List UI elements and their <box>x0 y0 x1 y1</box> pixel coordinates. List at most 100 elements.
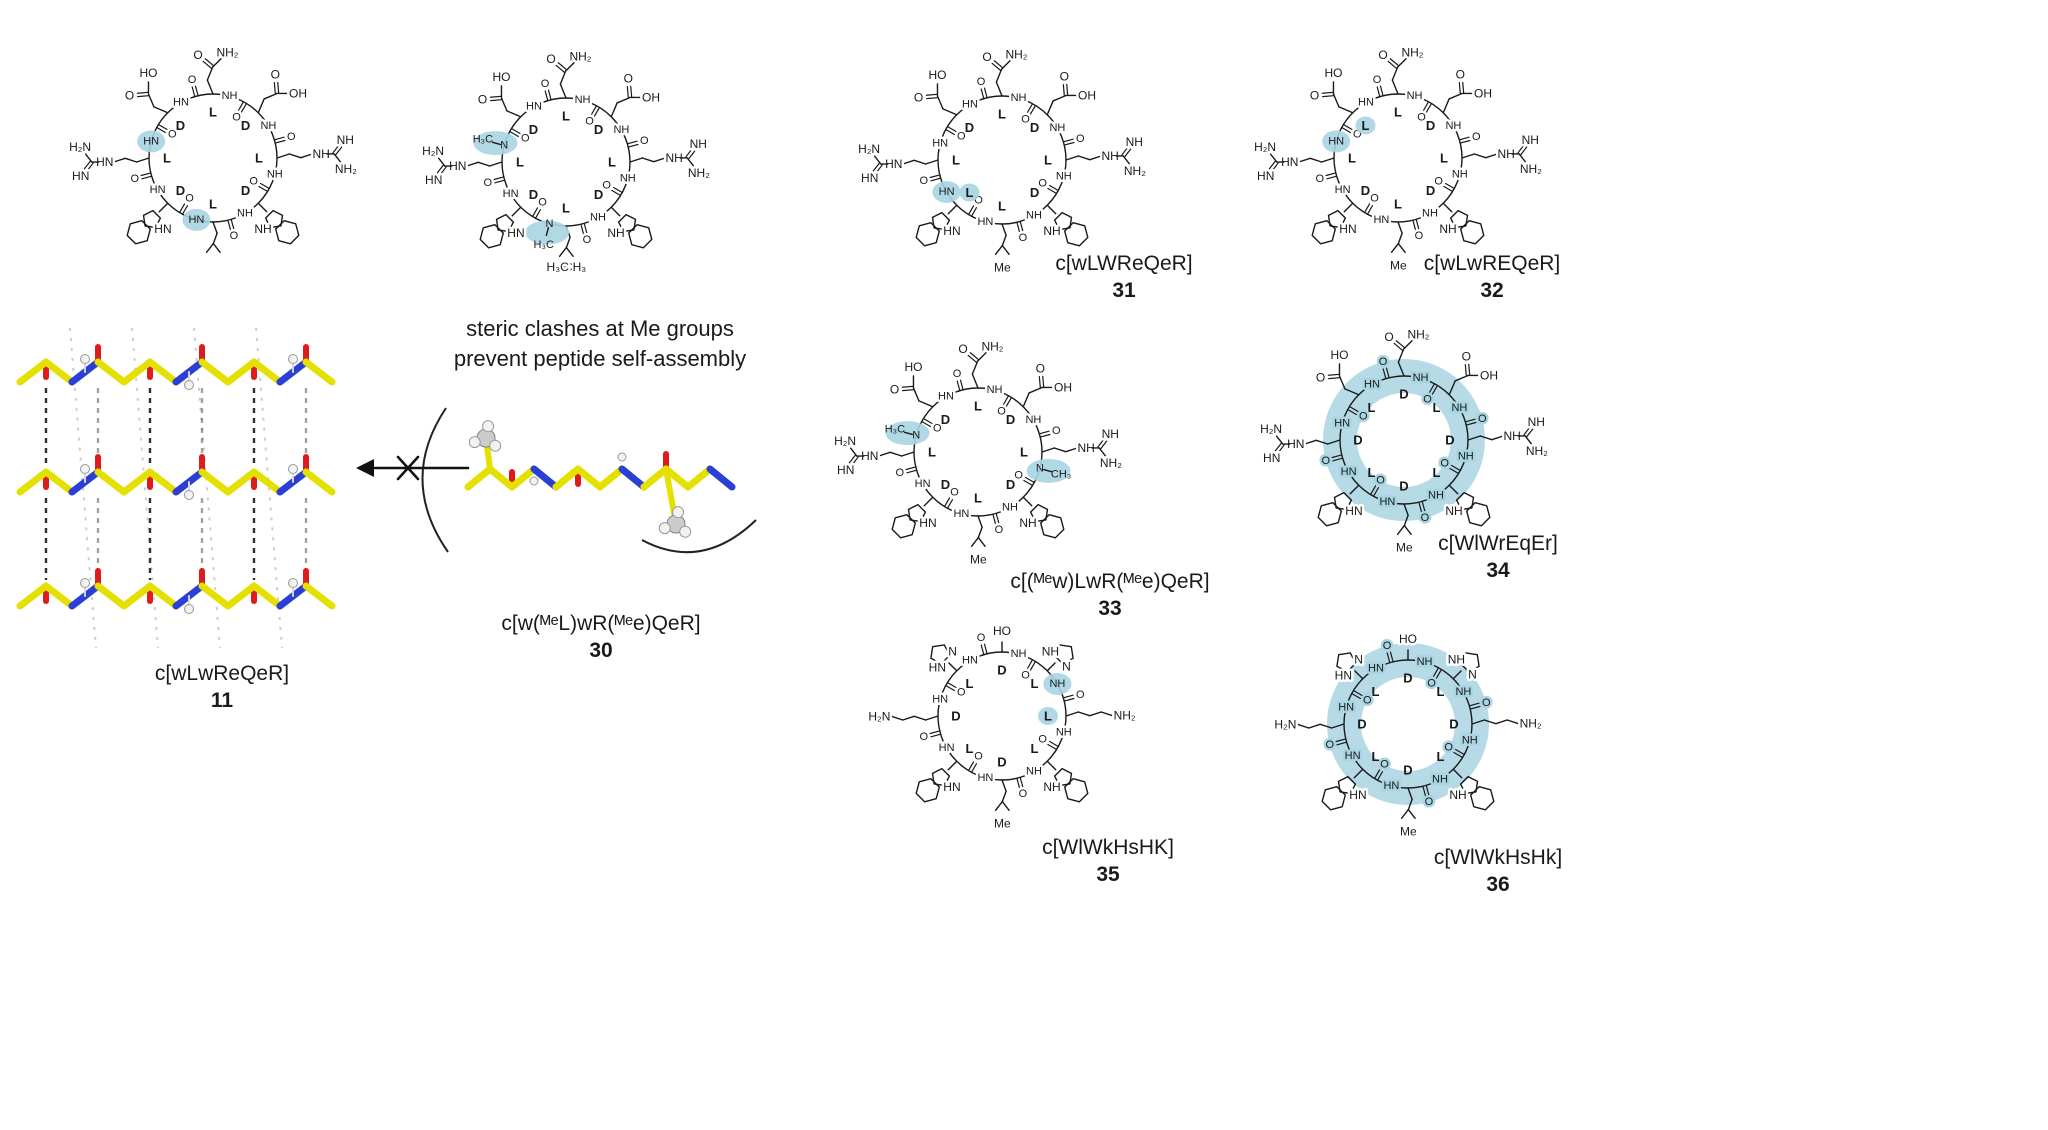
svg-text:O: O <box>950 487 959 499</box>
svg-text:HN: HN <box>943 780 960 794</box>
svg-text:L: L <box>1394 197 1402 212</box>
svg-text:L: L <box>1394 105 1402 120</box>
svg-text:O: O <box>1076 133 1085 145</box>
svg-text:NH: NH <box>1445 120 1461 132</box>
svg-text:L: L <box>965 741 973 756</box>
svg-text:NH₂: NH₂ <box>216 45 238 59</box>
svg-text:HN: HN <box>1383 780 1399 792</box>
svg-text:HO: HO <box>928 68 946 82</box>
svg-text:NH: NH <box>222 90 238 102</box>
svg-text:NH₂: NH₂ <box>688 166 710 180</box>
svg-text:NH₂: NH₂ <box>1407 327 1429 341</box>
svg-text:NH: NH <box>1043 224 1060 238</box>
svg-text:NH: NH <box>1011 648 1027 660</box>
compound-name-35: c[WlWkHsHK] <box>1042 836 1174 859</box>
svg-text:HN: HN <box>1335 669 1352 683</box>
svg-text:NH: NH <box>1439 222 1456 236</box>
svg-text:NH: NH <box>1407 90 1423 102</box>
svg-text:O: O <box>193 48 202 62</box>
svg-text:O: O <box>1462 350 1471 364</box>
svg-text:HN: HN <box>861 171 878 185</box>
svg-text:O: O <box>1421 512 1430 524</box>
svg-text:L: L <box>1031 676 1039 691</box>
svg-text:O: O <box>1427 677 1436 689</box>
svg-text:O: O <box>997 405 1006 417</box>
svg-text:HN: HN <box>1334 417 1350 429</box>
svg-text:NH: NH <box>1011 92 1027 104</box>
svg-text:D: D <box>594 122 603 137</box>
svg-text:NH₂: NH₂ <box>1401 45 1423 59</box>
svg-text:L: L <box>209 105 217 120</box>
svg-text:O: O <box>995 524 1004 536</box>
svg-text:NH₂: NH₂ <box>981 339 1003 353</box>
svg-text:NH: NH <box>590 211 606 223</box>
svg-text:O: O <box>1038 178 1047 190</box>
svg-text:D: D <box>529 187 538 202</box>
svg-text:NH: NH <box>1019 516 1036 530</box>
svg-text:L: L <box>1044 153 1052 168</box>
svg-text:O: O <box>1321 455 1330 467</box>
svg-text:O: O <box>1379 356 1388 368</box>
svg-text:O: O <box>1434 176 1443 188</box>
svg-text:HN: HN <box>939 742 955 754</box>
svg-text:D: D <box>1445 433 1454 448</box>
svg-text:L: L <box>998 107 1006 122</box>
svg-text:NH: NH <box>1428 489 1444 501</box>
compound-name-30: c[w(ᴹᵉL)wR(ᴹᵉe)QeR] <box>501 612 701 635</box>
svg-text:NH: NH <box>607 226 624 240</box>
svg-text:HO: HO <box>139 66 157 80</box>
svg-text:NH: NH <box>1049 678 1065 690</box>
svg-text:O: O <box>271 68 280 82</box>
svg-text:HO: HO <box>1330 348 1348 362</box>
compound-name-36: c[WlWkHsHk] <box>1433 846 1563 869</box>
svg-text:L: L <box>965 185 973 200</box>
svg-text:HN: HN <box>1287 437 1304 451</box>
svg-text:H₂N: H₂N <box>1254 140 1276 154</box>
svg-text:D: D <box>529 122 538 137</box>
svg-text:NH₂: NH₂ <box>569 49 591 63</box>
svg-text:O: O <box>585 115 594 127</box>
svg-text:L: L <box>1044 709 1052 724</box>
svg-text:D: D <box>941 477 950 492</box>
svg-text:O: O <box>890 383 899 397</box>
svg-text:O: O <box>1019 788 1028 800</box>
svg-text:HN: HN <box>938 391 954 403</box>
svg-text:H₂N: H₂N <box>868 709 890 723</box>
svg-text:NH: NH <box>1056 171 1072 183</box>
svg-text:HN: HN <box>173 97 189 109</box>
svg-text:L: L <box>1440 151 1448 166</box>
svg-text:OH: OH <box>642 90 660 104</box>
svg-text:O: O <box>521 133 530 145</box>
svg-text:O: O <box>1456 68 1465 82</box>
svg-text:O: O <box>541 78 550 90</box>
svg-text:OH: OH <box>1078 88 1096 102</box>
svg-text:HN: HN <box>962 655 978 667</box>
svg-text:D: D <box>241 183 250 198</box>
svg-text:NH: NH <box>1002 501 1018 513</box>
svg-text:O: O <box>895 467 904 479</box>
compound-label-11: c[wLwReQeR] 11 <box>155 660 289 715</box>
svg-text:D: D <box>965 120 974 135</box>
svg-text:O: O <box>974 751 983 763</box>
svg-text:HN: HN <box>919 516 936 530</box>
svg-text:HN: HN <box>1339 222 1356 236</box>
svg-text:NH₂: NH₂ <box>1005 47 1027 61</box>
svg-text:O: O <box>538 197 547 209</box>
svg-text:O: O <box>1376 475 1385 487</box>
svg-text:O: O <box>1417 111 1426 123</box>
svg-text:OH: OH <box>1054 380 1072 394</box>
svg-text:O: O <box>1384 330 1393 344</box>
compound-name-11: c[wLwReQeR] <box>154 662 290 685</box>
compound-name-31: c[wLWReQeR] <box>1055 252 1193 275</box>
svg-text:NH: NH <box>987 384 1003 396</box>
svg-text:NH: NH <box>1452 169 1468 181</box>
monomer-model <box>421 407 757 554</box>
svg-text:H₂N: H₂N <box>834 434 856 448</box>
svg-text:O: O <box>914 91 923 105</box>
svg-text:H₂N: H₂N <box>422 144 444 158</box>
compound-number-35: 35 <box>1096 863 1120 887</box>
svg-text:NH: NH <box>313 147 330 161</box>
